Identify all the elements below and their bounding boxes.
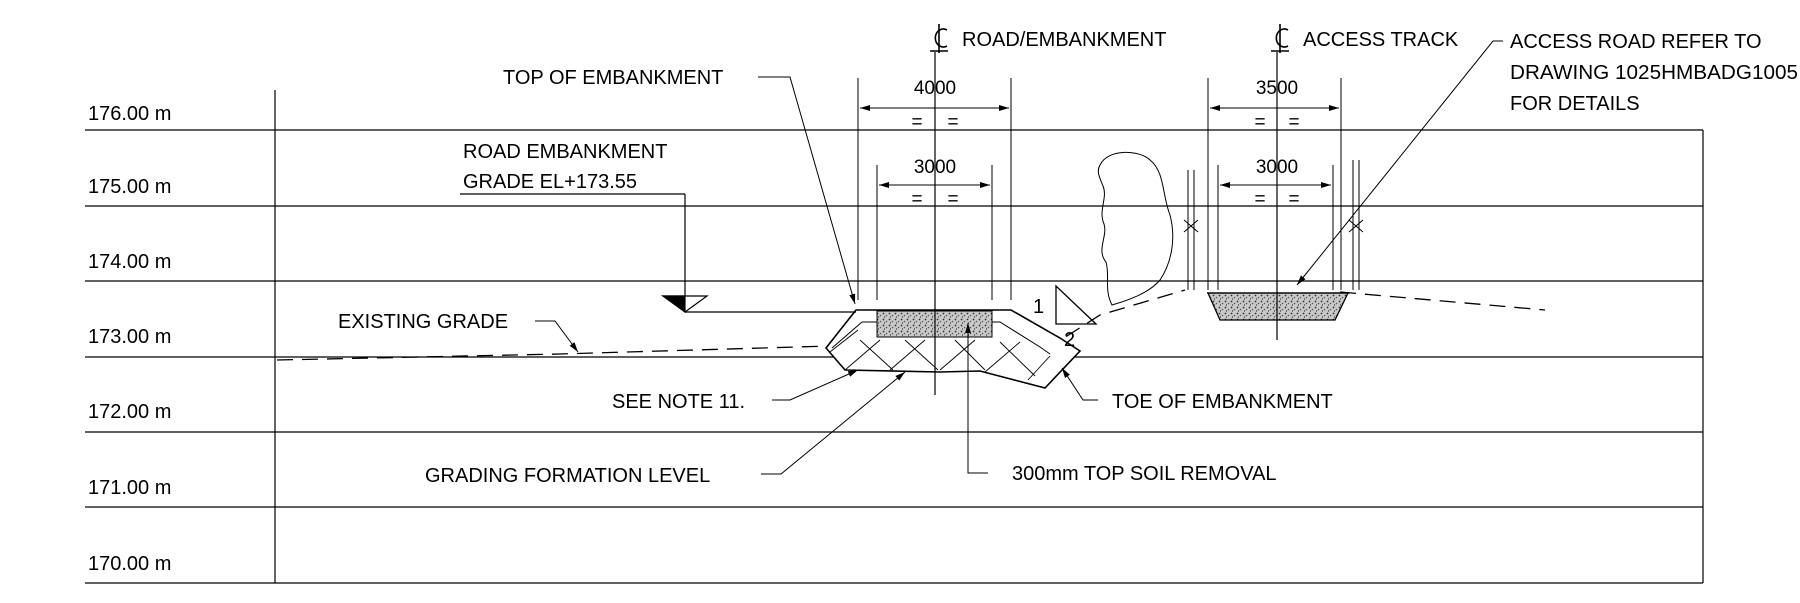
embankment-hatch <box>829 329 1051 381</box>
level-label: 171.00 m <box>88 477 171 499</box>
equal-mark: = <box>911 189 922 210</box>
road-inner-width: 3000 <box>914 157 956 178</box>
slope-run: 2 <box>1064 329 1075 351</box>
equal-mark: = <box>1288 189 1299 210</box>
slope-rise: 1 <box>1033 296 1044 318</box>
leader-grading-formation <box>761 371 906 475</box>
grade-level-marker <box>460 193 856 314</box>
leader-see-note <box>772 369 859 401</box>
existing-grade-line <box>276 289 1546 361</box>
road-grade-label-line2: GRADE EL+173.55 <box>463 171 637 193</box>
grading-formation-label: GRADING FORMATION LEVEL <box>425 465 710 487</box>
equal-mark: = <box>1288 112 1299 133</box>
fence-right <box>1348 160 1364 290</box>
access-note-line2: DRAWING 1025HMBADG1005 <box>1510 62 1798 84</box>
equal-mark: = <box>1254 112 1265 133</box>
level-label: 174.00 m <box>88 251 171 273</box>
top-of-embankment-label: TOP OF EMBANKMENT <box>503 67 723 89</box>
road-embankment <box>824 309 1082 389</box>
equal-mark: = <box>947 112 958 133</box>
see-note-label: SEE NOTE 11. <box>612 391 745 413</box>
access-centerline-group <box>1207 52 1342 340</box>
access-centerline-label: ACCESS TRACK <box>1303 29 1459 51</box>
access-note-line3: FOR DETAILS <box>1510 93 1640 115</box>
access-note-line1: ACCESS ROAD REFER TO <box>1510 31 1762 53</box>
level-label: 170.00 m <box>88 553 171 575</box>
level-label: 172.00 m <box>88 401 171 423</box>
equal-mark: = <box>1254 189 1265 210</box>
centerline-symbol-access <box>1271 24 1289 53</box>
road-grade-label-line1: ROAD EMBANKMENT <box>463 141 667 163</box>
leader-toe-of-embankment <box>1061 367 1098 401</box>
fence-left <box>1183 170 1199 290</box>
road-centerline-group <box>857 52 1012 395</box>
access-track-section <box>1206 292 1350 321</box>
leader-existing-grade <box>535 320 579 353</box>
elevation-labels: 176.00 m 175.00 m 174.00 m 173.00 m 172.… <box>88 103 171 575</box>
level-label: 176.00 m <box>88 103 171 125</box>
existing-grade-label: EXISTING GRADE <box>338 311 508 333</box>
leader-access-note <box>1296 40 1503 286</box>
level-label: 173.00 m <box>88 326 171 348</box>
road-top-width: 4000 <box>914 78 956 99</box>
top-soil-label: 300mm TOP SOIL REMOVAL <box>1012 463 1277 485</box>
access-track-gravel <box>1206 292 1350 321</box>
road-centerline-label: ROAD/EMBANKMENT <box>962 29 1166 51</box>
tree-outline <box>1097 151 1174 306</box>
access-top-width: 3500 <box>1256 78 1298 99</box>
toe-of-embankment-label: TOE OF EMBANKMENT <box>1112 391 1333 413</box>
leader-top-of-embankment <box>758 76 856 305</box>
centerline-symbol-road <box>930 24 948 53</box>
level-label: 175.00 m <box>88 176 171 198</box>
leader-lines <box>535 40 1503 475</box>
equal-mark: = <box>911 112 922 133</box>
equal-mark: = <box>947 189 958 210</box>
slope-indicator <box>1055 284 1098 325</box>
leader-top-soil <box>965 323 988 474</box>
access-inner-width: 3000 <box>1256 157 1298 178</box>
